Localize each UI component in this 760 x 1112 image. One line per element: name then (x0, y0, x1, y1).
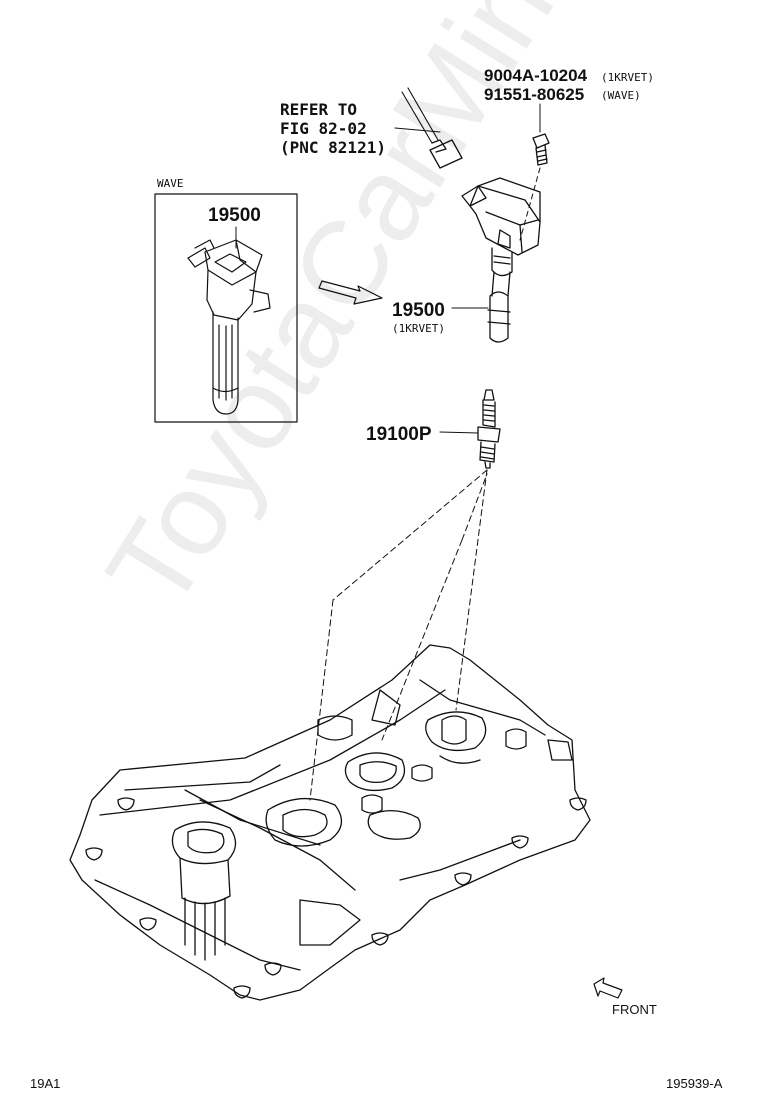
coil-part-number[interactable]: 19500 (392, 300, 445, 321)
spark-plug (477, 389, 501, 469)
bolt (532, 133, 550, 166)
plug-part-number[interactable]: 19100P (366, 424, 432, 445)
bolt-part-number-1kr[interactable]: 9004A-10204 (484, 66, 588, 85)
refer-leader (394, 127, 441, 133)
front-arrow (593, 977, 623, 999)
page-code: 19A1 (30, 1076, 61, 1091)
bolt-centerline (519, 167, 541, 241)
harness-connector (401, 87, 463, 169)
bolt-note-1kr: (1KRVET) (601, 71, 654, 84)
refer-note[interactable]: REFER TO FIG 82-02 (PNC 82121) (280, 100, 386, 157)
cylinder-head-cover (69, 644, 591, 1001)
inset-ignition-coil (187, 239, 271, 415)
cylinder-centerlines (309, 469, 488, 801)
inset-part-number[interactable]: 19500 (208, 205, 261, 226)
coil-note: (1KRVET) (392, 322, 445, 335)
figure-id: 195939-A (666, 1076, 723, 1091)
bolt-note-wave: (WAVE) (601, 89, 641, 102)
plug-leader (439, 431, 479, 434)
bolt-part-number-wave[interactable]: 91551-80625 (484, 85, 585, 104)
inset-title: WAVE (157, 177, 184, 190)
inset-box (154, 193, 298, 423)
inset-arrow (318, 280, 383, 305)
ignition-coil (461, 177, 541, 343)
front-label: FRONT (612, 1002, 657, 1017)
